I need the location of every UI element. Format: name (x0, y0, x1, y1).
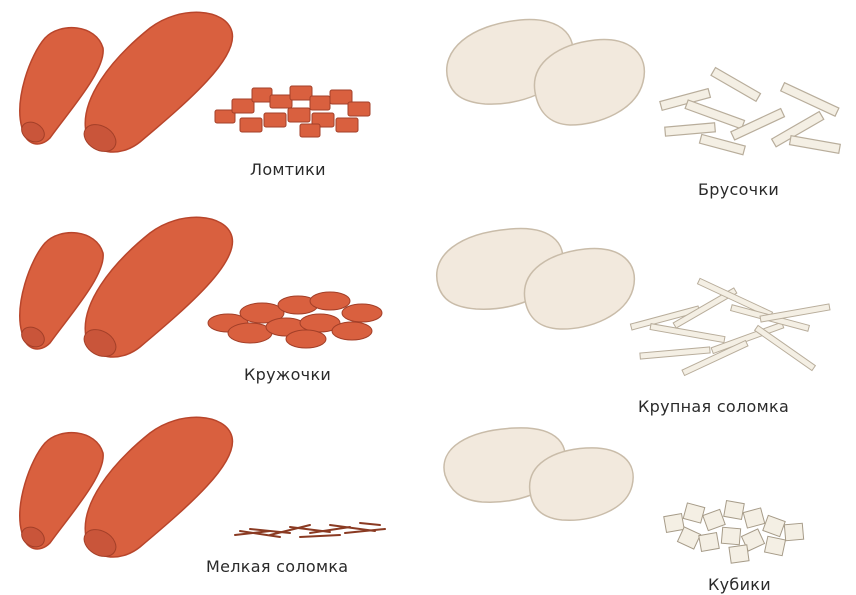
caption-slices: Ломтики (250, 160, 326, 179)
panel-carrot-slices: Ломтики (0, 0, 430, 200)
potato-large-julienne-illustration (430, 215, 856, 410)
caption-bars: Брусочки (698, 180, 779, 199)
potato-cubes-illustration (430, 420, 856, 595)
potato-cube-pile (664, 501, 804, 564)
panel-potato-large-julienne: Крупная соломка (430, 215, 856, 410)
carrot-slices-illustration (0, 0, 430, 200)
carrot-round-pile (208, 292, 382, 348)
caption-large-julienne: Крупная соломка (638, 397, 789, 416)
carrot-rounds-illustration (0, 205, 430, 395)
potato-julienne-pile (630, 278, 830, 375)
carrot-large (79, 417, 232, 562)
potato-bars-illustration (430, 0, 856, 200)
carrot-large (79, 12, 232, 157)
caption-fine-julienne: Мелкая соломка (206, 557, 348, 576)
carrot-slice-pile (215, 86, 370, 137)
caption-cubes: Кубики (708, 575, 771, 594)
caption-rounds: Кружочки (244, 365, 331, 384)
panel-carrot-fine-julienne: Мелкая соломка (0, 405, 430, 595)
carrot-fine-julienne-pile (235, 523, 385, 537)
panel-potato-bars: Брусочки (430, 0, 856, 200)
panel-potato-cubes: Кубики (430, 420, 856, 595)
potato-bar-pile (660, 68, 840, 155)
carrot-large (79, 217, 232, 362)
panel-carrot-rounds: Кружочки (0, 205, 430, 395)
